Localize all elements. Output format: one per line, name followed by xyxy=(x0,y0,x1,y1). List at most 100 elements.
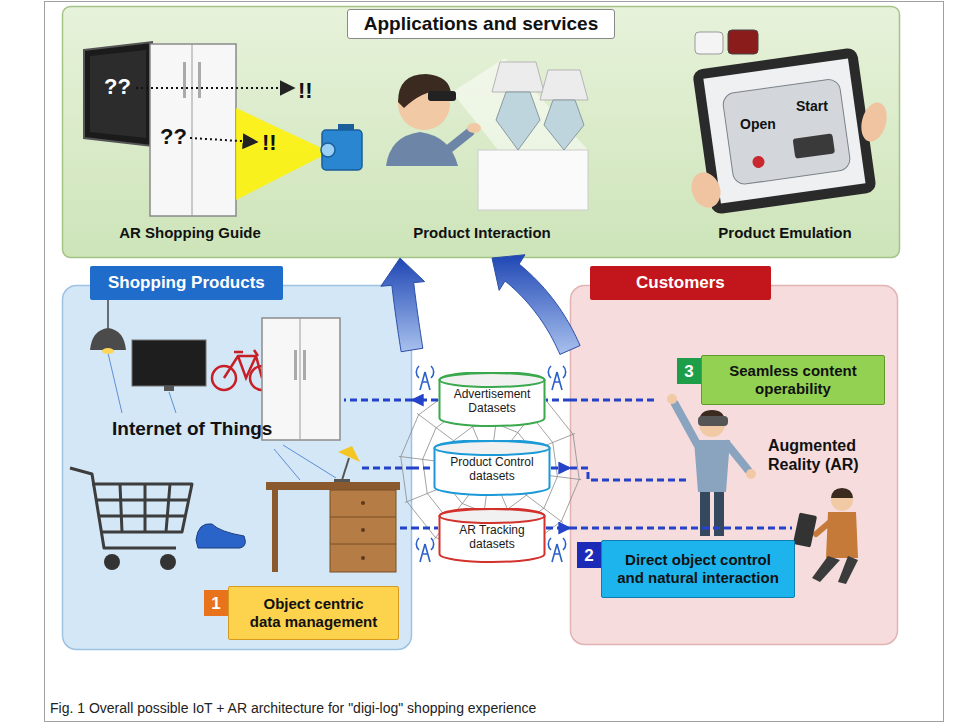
user-head xyxy=(386,74,481,166)
shopping-cart xyxy=(104,554,120,570)
fridge-icon xyxy=(150,44,236,216)
tv-product xyxy=(132,340,206,386)
shopping-cart xyxy=(160,554,176,570)
tv-icon xyxy=(90,50,146,138)
symbol-text: !! xyxy=(298,78,313,103)
data-flow-arrow xyxy=(546,527,570,530)
tablet-device xyxy=(793,133,835,158)
products-panel: Shopping Products1Object centric data ma… xyxy=(62,285,412,650)
fridge-product xyxy=(303,350,306,380)
flow-line xyxy=(344,399,412,402)
feature-box: Object centric data management xyxy=(228,586,399,640)
user-head xyxy=(450,132,470,148)
flow-line xyxy=(570,399,655,402)
panel-heading: Shopping Products xyxy=(90,266,283,300)
hand-shape xyxy=(857,100,891,145)
antenna-icon xyxy=(416,538,433,550)
product-thumbnails xyxy=(728,30,758,54)
product-thumbnails xyxy=(695,30,758,54)
fridge-icon xyxy=(150,44,236,216)
desk-lamp xyxy=(334,446,360,482)
desk-product xyxy=(361,501,365,505)
box-label: Object centric data management xyxy=(247,595,380,631)
product-thumbnails xyxy=(695,32,723,54)
callout-number: 2 xyxy=(577,542,601,568)
fridge-product xyxy=(294,350,297,380)
desk-product xyxy=(361,528,365,532)
cylinder-top xyxy=(440,373,545,387)
antenna-icon xyxy=(552,372,562,390)
tablet-user xyxy=(831,489,853,511)
tablet-user xyxy=(812,556,840,582)
connector-group xyxy=(381,255,580,528)
symbol-text: ?? xyxy=(104,74,131,99)
projector-icon xyxy=(321,124,362,170)
tablet-device xyxy=(703,58,865,203)
desk-product xyxy=(330,517,396,518)
panel-background xyxy=(63,7,900,650)
shopping-cart xyxy=(70,468,192,548)
figure-frame xyxy=(45,2,944,722)
user-head xyxy=(467,123,481,133)
antenna-icon xyxy=(548,538,565,550)
symbol-text: !! xyxy=(262,130,277,155)
data-flow-arrow xyxy=(412,467,433,470)
feature-box: Seamless content operability xyxy=(701,355,885,405)
iot-link xyxy=(108,353,122,413)
lamp-products xyxy=(544,100,584,150)
flow-line xyxy=(570,527,792,530)
desk-product xyxy=(330,544,396,545)
tablet-user xyxy=(831,488,853,498)
desk-product xyxy=(272,490,278,572)
panel-background xyxy=(571,286,898,645)
lamp-products xyxy=(492,62,544,92)
hand-shape xyxy=(687,100,891,212)
service-arrow xyxy=(492,255,580,355)
tv-icon xyxy=(84,42,152,146)
box-label: Direct object control and natural intera… xyxy=(612,551,784,587)
iot-link xyxy=(169,392,176,413)
antenna-icon xyxy=(416,366,433,390)
desk-lamp xyxy=(342,458,349,480)
desk-product xyxy=(266,482,400,572)
ar-user xyxy=(727,444,748,470)
guide-arrow xyxy=(190,138,257,142)
view-cone xyxy=(452,58,588,150)
desk-product xyxy=(330,490,396,572)
antenna-icon xyxy=(416,366,433,378)
data-flow-arrow xyxy=(412,527,438,530)
fridge-product xyxy=(262,318,340,440)
shopping-cart xyxy=(96,484,188,532)
dataset-cylinder: Product Control datasets xyxy=(433,440,551,496)
desk-product xyxy=(266,482,400,490)
technology-label: Augmented Reality (AR) xyxy=(768,436,886,474)
box-label: AR Tracking datasets xyxy=(444,523,540,552)
guide-arrow xyxy=(136,87,294,89)
cylinder-top xyxy=(440,509,545,523)
antenna-icon xyxy=(552,544,562,562)
box-label: Product Control datasets xyxy=(439,455,545,484)
button-label: Open xyxy=(740,116,776,132)
lamp-products xyxy=(478,150,588,210)
fridge-icon xyxy=(192,44,193,216)
projector-icon xyxy=(322,130,362,170)
button-label: Start xyxy=(796,98,828,114)
antenna-icon xyxy=(548,538,565,562)
fridge-icon xyxy=(198,62,201,98)
application-caption: Product Emulation xyxy=(718,224,851,241)
ar-user xyxy=(746,469,756,479)
panel-heading: Customers xyxy=(590,266,771,300)
ar-user xyxy=(698,416,728,426)
data-flow-arrow xyxy=(546,399,570,402)
lamp-products xyxy=(496,92,540,150)
network-label: Internet of Things xyxy=(112,418,272,440)
figure-caption: Fig. 1 Overall possible IoT + AR archite… xyxy=(50,700,536,716)
tablet-user xyxy=(793,512,817,547)
tablet-user xyxy=(838,556,858,584)
callout-number: 1 xyxy=(211,595,220,612)
panel-background xyxy=(63,7,900,258)
ar-user xyxy=(675,404,697,444)
callout-number: 1 xyxy=(204,590,228,616)
data-web xyxy=(399,379,581,557)
desk-product xyxy=(361,556,365,560)
